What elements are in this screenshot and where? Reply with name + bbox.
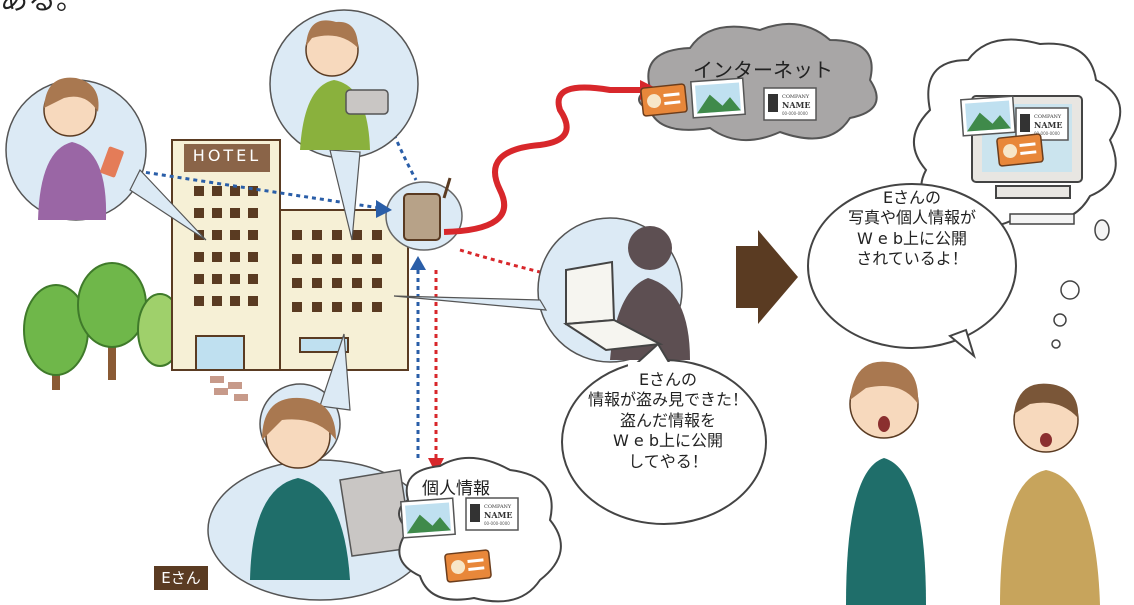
attacker-bubble-circle — [393, 217, 690, 363]
svg-text:NAME: NAME — [484, 510, 512, 520]
hotel-building — [171, 139, 409, 401]
wifi-router — [385, 177, 463, 251]
attacker-line-2: 情報が盗み見できた！ — [587, 390, 748, 410]
svg-text:00-000-0000: 00-000-0000 — [782, 111, 808, 116]
attacker-line-3: 盗んだ情報を — [619, 410, 716, 430]
surprised-woman — [846, 361, 926, 605]
victim-speech-balloon — [807, 183, 1017, 359]
svg-text:00-000-0000: 00-000-0000 — [1034, 131, 1060, 136]
data-leak-wave — [443, 84, 640, 235]
attacker-line-5: してやる！ — [628, 451, 708, 471]
id-card — [996, 133, 1044, 167]
svg-text:NAME: NAME — [782, 100, 810, 110]
photo-card — [960, 95, 1016, 137]
info-cards: COMPANYNAME00-000-0000COMPANYNAME00-000-… — [400, 77, 1069, 583]
svg-text:00-000-0000: 00-000-0000 — [484, 521, 510, 526]
victim-line-3: W e b上に公開 — [857, 228, 967, 248]
attacker-speech-balloon — [561, 342, 767, 525]
svg-text:COMPANY: COMPANY — [484, 504, 512, 510]
woman-laptop-bubble — [207, 333, 433, 601]
svg-text:NAME: NAME — [1034, 120, 1062, 130]
arrow-right-icon — [736, 230, 798, 324]
internet-label: インターネット — [693, 58, 833, 82]
victim-line-2: 写真や個人情報が — [847, 208, 976, 228]
svg-text:COMPANY: COMPANY — [1034, 114, 1062, 120]
id-card — [444, 549, 492, 583]
top-caption: ある。 — [0, 0, 84, 18]
photo-card — [690, 77, 746, 119]
hotel-sign: HOTEL — [192, 146, 262, 165]
svg-text:COMPANY: COMPANY — [782, 94, 810, 100]
victim-line-1: Eさんの — [882, 188, 942, 207]
victim-speech-text: Eさんの 写真や個人情報が W e b上に公開 されているよ！ — [808, 188, 1016, 270]
id-card — [640, 83, 688, 117]
surprised-man — [1000, 383, 1100, 605]
attacker-speech-text: Eさんの 情報が盗み見できた！ 盗んだ情報を W e b上に公開 してやる！ — [570, 370, 766, 472]
man-tablet-bubble — [269, 9, 419, 241]
trees — [23, 262, 183, 390]
victim-line-4: されているよ！ — [856, 249, 968, 269]
personal-info-label: 個人情報 — [422, 479, 490, 499]
person-label: Eさん — [154, 566, 208, 590]
photo-card — [400, 497, 456, 539]
woman-phone-bubble — [5, 77, 207, 241]
attacker-line-4: W e b上に公開 — [613, 431, 723, 451]
attacker-line-1: Eさんの — [638, 370, 698, 389]
